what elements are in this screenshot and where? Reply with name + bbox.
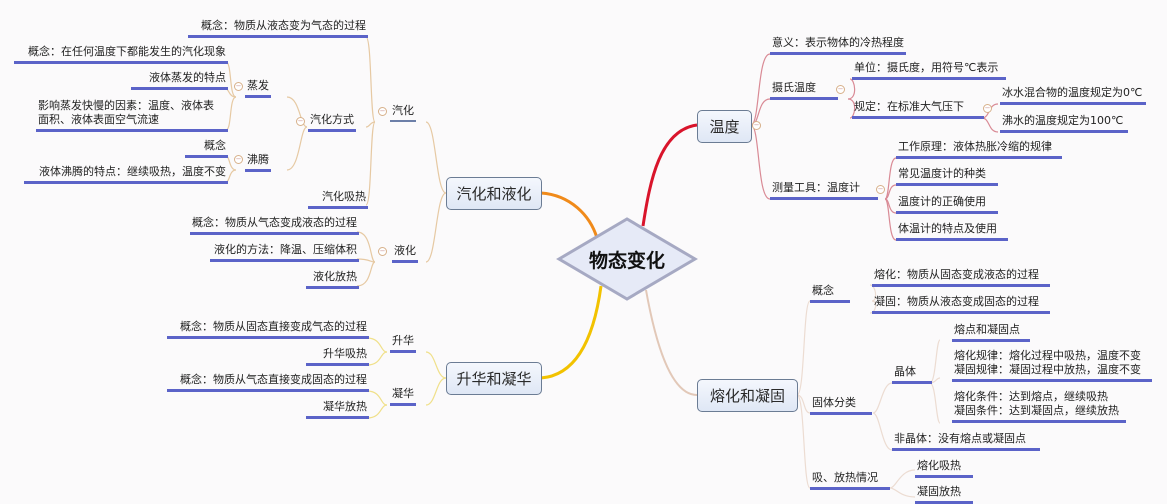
node-boil-features[interactable]: 液体沸腾的特点：继续吸热，温度不变 — [24, 165, 228, 184]
collapse-toggle-icon[interactable]: − — [378, 247, 387, 256]
node-tool-clinical[interactable]: 体温计的特点及使用 — [896, 222, 1008, 241]
node-amorphous[interactable]: 非晶体：没有熔点或凝固点 — [892, 432, 1040, 451]
node-crystal[interactable]: 晶体 — [892, 365, 932, 384]
node-crystal-laws[interactable]: 熔化规律：熔化过程中吸热，温度不变 凝固规律：凝固过程中放热，温度不变 — [952, 349, 1152, 382]
node-ninghua-concept[interactable]: 概念：物质从气态直接变成固态的过程 — [167, 373, 369, 392]
node-celsius[interactable]: 摄氏温度 — [770, 81, 838, 100]
node-shenghua-absorb[interactable]: 升华吸热 — [306, 347, 369, 366]
branch-vaporization[interactable]: 汽化和液化 — [446, 177, 542, 210]
node-melt-def[interactable]: 熔化：物质从固态变成液态的过程 — [872, 268, 1050, 287]
node-celsius-unit[interactable]: 单位：摄氏度，用符号℃表示 — [852, 61, 1006, 80]
node-heat-melt[interactable]: 熔化吸热 — [915, 459, 973, 478]
node-heat[interactable]: 吸、放热情况 — [810, 471, 890, 490]
collapse-toggle-icon[interactable]: − — [296, 117, 305, 126]
node-qihua[interactable]: 汽化 — [390, 104, 416, 122]
node-evaporation[interactable]: 蒸发 — [245, 79, 271, 98]
node-yehua-methods[interactable]: 液化的方法：降温、压缩体积 — [210, 243, 359, 262]
node-yehua-concept[interactable]: 概念：物质从气态变成液态的过程 — [190, 216, 359, 235]
node-crystal-conditions[interactable]: 熔化条件：达到熔点，继续吸热 凝固条件：达到凝固点，继续放热 — [952, 390, 1126, 423]
collapse-toggle-icon[interactable]: − — [234, 82, 243, 91]
collapse-toggle-icon[interactable]: − — [983, 104, 992, 113]
node-rule-boil[interactable]: 沸水的温度规定为100℃ — [1000, 114, 1128, 133]
node-qihua-concept[interactable]: 概念：物质从液态变为气态的过程 — [188, 19, 368, 38]
node-ninghua-release[interactable]: 凝华放热 — [306, 400, 369, 419]
node-solidify-def[interactable]: 凝固：物质从液态变成固态的过程 — [872, 295, 1050, 314]
node-boiling[interactable]: 沸腾 — [245, 153, 271, 172]
collapse-toggle-icon[interactable]: − — [752, 121, 761, 130]
collapse-toggle-icon[interactable]: − — [876, 185, 885, 194]
node-evap-features[interactable]: 液体蒸发的特点 — [131, 71, 228, 90]
node-heat-solidify[interactable]: 凝固放热 — [915, 485, 973, 504]
node-qihua-absorb[interactable]: 汽化吸热 — [308, 190, 368, 209]
node-solids[interactable]: 固体分类 — [810, 396, 872, 415]
node-evap-concept[interactable]: 概念：在任何温度下都能发生的汽化现象 — [14, 45, 228, 64]
node-ninghua[interactable]: 凝华 — [390, 387, 416, 406]
node-yehua-release[interactable]: 液化放热 — [306, 270, 359, 289]
node-melt-concept[interactable]: 概念 — [810, 284, 850, 303]
node-shenghua[interactable]: 升华 — [390, 334, 416, 353]
node-tool-usage[interactable]: 温度计的正确使用 — [896, 195, 998, 214]
branch-temperature[interactable]: 温度 — [697, 110, 752, 143]
node-shenghua-concept[interactable]: 概念：物质从固态直接变成气态的过程 — [167, 320, 369, 339]
node-celsius-rule[interactable]: 规定：在标准大气压下 — [852, 100, 984, 119]
collapse-toggle-icon[interactable]: − — [378, 107, 387, 116]
node-qihua-ways[interactable]: 汽化方式 — [308, 113, 356, 132]
node-temp-tool[interactable]: 测量工具：温度计 — [770, 181, 878, 200]
node-yehua[interactable]: 液化 — [392, 244, 418, 263]
node-crystal-points[interactable]: 熔点和凝固点 — [952, 323, 1030, 342]
node-boil-concept[interactable]: 概念 — [185, 139, 228, 158]
collapse-toggle-icon[interactable]: − — [234, 155, 243, 164]
node-tool-principle[interactable]: 工作原理：液体热胀冷缩的规律 — [896, 140, 1062, 159]
node-evap-factors[interactable]: 影响蒸发快慢的因素：温度、液体表 面积、液体表面空气流速 — [36, 99, 228, 132]
node-temp-meaning[interactable]: 意义：表示物体的冷热程度 — [770, 36, 906, 55]
branch-sublimation[interactable]: 升华和凝华 — [446, 362, 542, 395]
branch-melting[interactable]: 熔化和凝固 — [697, 379, 798, 412]
root-node[interactable]: 物态变化 — [557, 217, 697, 301]
node-tool-types[interactable]: 常见温度计的种类 — [896, 167, 998, 186]
node-rule-ice[interactable]: 冰水混合物的温度规定为0℃ — [1000, 86, 1146, 105]
root-label: 物态变化 — [588, 249, 665, 272]
collapse-toggle-icon[interactable]: − — [836, 85, 845, 94]
